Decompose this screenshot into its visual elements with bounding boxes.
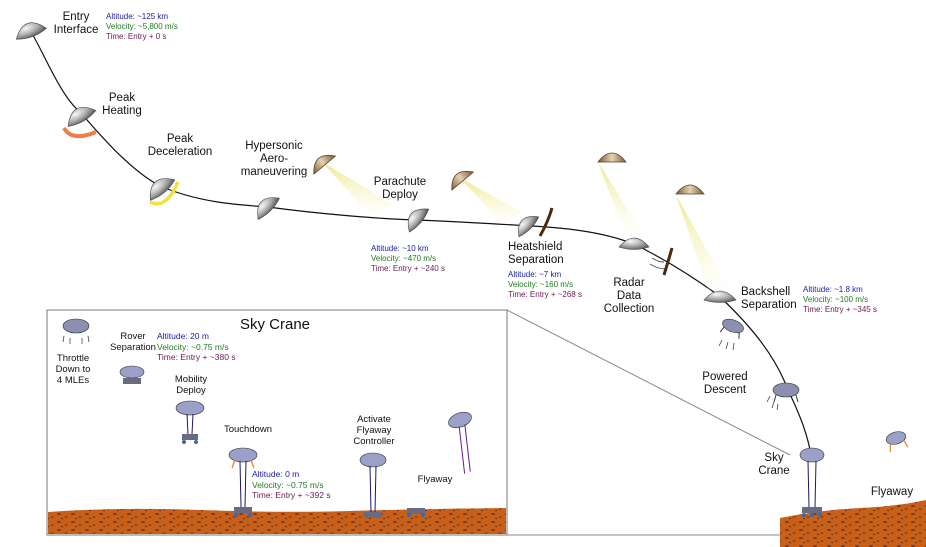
altitude-value: Altitude: ~1.8 km xyxy=(803,285,863,294)
parachute-cone xyxy=(676,195,728,290)
entry-interface-stats: Altitude: ~125 km Velocity: ~5,800 m/s T… xyxy=(106,12,178,42)
thrust-lines xyxy=(62,335,90,344)
altitude-value: Altitude: 20 m xyxy=(157,331,209,341)
inset-title: Sky Crane xyxy=(240,316,311,333)
rover-separation-label: Rover Separation xyxy=(110,331,156,353)
deceleration-glow-icon xyxy=(149,181,180,206)
parachute-cone xyxy=(460,178,522,223)
time-value: Time: Entry + ~392 s xyxy=(252,490,331,500)
parachute-icon xyxy=(597,152,627,163)
touchdown-label: Touchdown xyxy=(223,424,273,435)
parachute-cone xyxy=(322,162,394,215)
capsule-icon xyxy=(518,216,540,238)
velocity-value: Velocity: ~100 m/s xyxy=(803,295,869,304)
backshell-separation-stats: Altitude: ~1.8 km Velocity: ~100 m/s Tim… xyxy=(803,285,877,315)
peak-heating-label: Peak Heating xyxy=(102,92,142,117)
heatshield-separation-stats: Altitude: ~7 km Velocity: ~160 m/s Time:… xyxy=(508,270,582,300)
activate-flyaway-label: Activate Flyaway Controller xyxy=(353,414,395,447)
descent-stage-icon xyxy=(62,318,90,334)
touchdown-stats: Altitude: 0 m Velocity: ~0.75 m/s Time: … xyxy=(252,469,331,501)
capsule-icon xyxy=(618,237,650,250)
parachute-icon xyxy=(313,154,337,175)
altitude-value: Altitude: ~7 km xyxy=(508,270,562,279)
time-value: Time: Entry + 0 s xyxy=(106,32,167,41)
capsule-icon xyxy=(407,208,430,233)
parachute-icon xyxy=(451,170,475,191)
parachute-deploy-stats: Altitude: ~10 km Velocity: ~470 m/s Time… xyxy=(371,244,445,274)
trajectory-line xyxy=(29,29,813,461)
parachute-cone xyxy=(598,162,642,232)
velocity-value: Velocity: ~470 m/s xyxy=(371,254,437,263)
velocity-value: Velocity: ~0.75 m/s xyxy=(157,341,229,352)
capsule-icon xyxy=(149,178,176,201)
powered-descent-label: Powered Descent xyxy=(702,371,748,396)
capsule-icon xyxy=(257,197,280,220)
sky-crane-icon xyxy=(228,447,258,517)
inset-connector-top xyxy=(506,309,791,456)
main-ground xyxy=(780,500,926,547)
velocity-value: Velocity: ~5,800 m/s xyxy=(106,22,178,31)
backshell-separation-label: Backshell Separation xyxy=(741,286,797,311)
peak-deceleration-label: Peak Deceleration xyxy=(147,133,213,158)
sky-crane-icon xyxy=(799,447,825,517)
altitude-value: Altitude: 0 m xyxy=(252,469,300,479)
time-value: Time: Entry + ~380 s xyxy=(157,352,236,362)
parachute-deploy-label: Parachute Deploy xyxy=(373,176,427,201)
inset-ground xyxy=(48,508,506,534)
radar-data-label: Radar Data Collection xyxy=(603,277,655,315)
entry-interface-label: Entry Interface xyxy=(53,11,99,36)
capsule-icon xyxy=(15,22,47,40)
heating-glow-icon xyxy=(62,126,97,139)
time-value: Time: Entry + ~268 s xyxy=(508,290,582,299)
heatshield-icon xyxy=(662,247,674,276)
time-value: Time: Entry + ~345 s xyxy=(803,305,877,314)
inset-flyaway-label: Flyaway xyxy=(417,474,453,485)
sky-crane-label: Sky Crane xyxy=(758,452,790,477)
thrust-lines xyxy=(766,395,779,411)
parachute-icon xyxy=(675,184,705,195)
mobility-deploy-label: Mobility Deploy xyxy=(174,374,208,396)
heatshield-icon xyxy=(538,207,554,237)
hypersonic-label: Hypersonic Aero- maneuvering xyxy=(240,140,308,178)
rover-icon xyxy=(407,508,425,517)
sky-crane-icon xyxy=(175,400,205,444)
time-value: Time: Entry + ~240 s xyxy=(371,264,445,273)
altitude-value: Altitude: ~125 km xyxy=(106,12,169,21)
thrust-lines xyxy=(718,339,735,351)
throttle-down-label: Throttle Down to 4 MLEs xyxy=(55,353,91,386)
heatshield-separation-label: Heatshield Separation xyxy=(508,241,564,266)
descent-stage-icon xyxy=(772,382,800,403)
rover-separation-stats: Altitude: 20 m Velocity: ~0.75 m/s Time:… xyxy=(157,331,236,363)
sky-crane-inset-box xyxy=(46,309,508,536)
sky-crane-icon xyxy=(359,452,387,518)
altitude-value: Altitude: ~10 km xyxy=(371,244,429,253)
capsule-icon xyxy=(703,290,737,303)
sky-crane-icon xyxy=(119,365,145,384)
capsule-icon xyxy=(67,107,97,127)
flyaway-label: Flyaway xyxy=(870,486,914,498)
flyaway-stage-icon xyxy=(885,431,909,452)
flyaway-stage-icon xyxy=(448,411,472,474)
descent-stage-icon xyxy=(719,318,744,339)
velocity-value: Velocity: ~160 m/s xyxy=(508,280,574,289)
velocity-value: Velocity: ~0.75 m/s xyxy=(252,479,324,490)
